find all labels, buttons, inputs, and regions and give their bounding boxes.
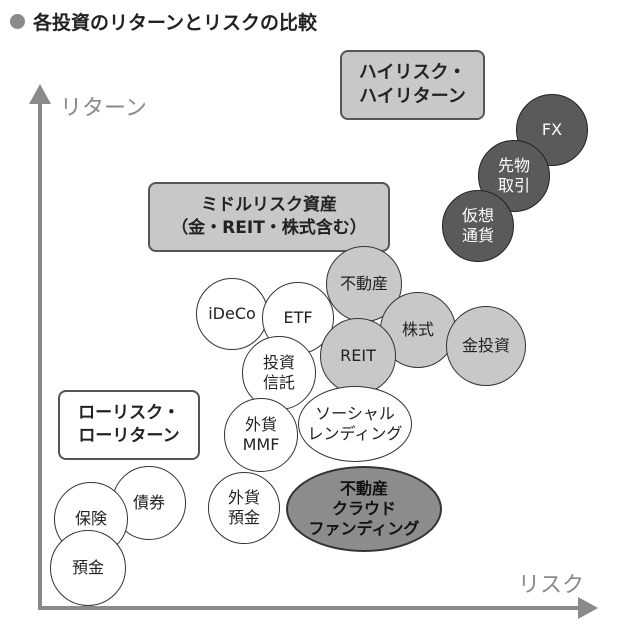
low-risk-label: ローリスク・ ローリターン: [58, 390, 200, 460]
bubble-fx-deposit: 外貨 預金: [208, 472, 280, 544]
bubble-futures: 先物 取引: [478, 140, 550, 212]
bubble-text: ETF: [283, 308, 313, 327]
bubble-deposit: 預金: [50, 530, 126, 606]
mid-risk-line-2: （金・REIT・株式含む）: [171, 218, 367, 238]
x-axis-arrow-icon: [578, 597, 598, 619]
mid-risk-line-1: ミドルリスク資産: [201, 195, 337, 216]
bubble-text: 通貨: [461, 226, 494, 245]
y-axis-arrow-icon: [29, 84, 51, 104]
bubble-text: REIT: [340, 346, 376, 365]
bubble-ideco: iDeCo: [196, 278, 268, 350]
bubble-text: 先物: [497, 156, 530, 175]
bubble-crypto: 仮想 通貨: [442, 190, 514, 262]
x-axis-label: リスク: [518, 573, 585, 598]
bubble-text: 不動産: [339, 274, 388, 293]
bubble-text: 取引: [497, 176, 530, 195]
bubble-text: FX: [541, 120, 563, 139]
mid-risk-label: ミドルリスク資産 （金・REIT・株式含む）: [148, 182, 390, 252]
bubble-text: 外貨: [244, 415, 277, 434]
bubble-text: 債券: [132, 493, 165, 512]
title-text: 各投資のリターンとリスクの比較: [33, 12, 318, 34]
bubble-fx: FX: [516, 94, 588, 166]
bubble-text: ファンディング: [308, 519, 420, 538]
bubble-text: 保険: [74, 509, 107, 528]
bubble-text: 信託: [262, 373, 295, 392]
bubble-gold: 金投資: [446, 306, 526, 386]
high-risk-line-1: ハイリスク・: [358, 61, 467, 83]
bubble-text: iDeCo: [208, 304, 256, 323]
bubble-trust: 投資 信託: [242, 336, 316, 410]
bubble-text: 不動産: [339, 479, 388, 498]
page-title: 各投資のリターンとリスクの比較: [10, 8, 317, 35]
low-risk-line-2: ローリターン: [78, 426, 180, 446]
high-risk-label: ハイリスク・ ハイリターン: [340, 50, 485, 120]
bubble-text: レンディング: [307, 424, 403, 443]
bubble-text: 預金: [71, 558, 104, 577]
bubble-text: 金投資: [461, 336, 510, 355]
bubble-text: ソーシャル: [315, 404, 395, 423]
bubble-crowdfunding: 不動産 クラウド ファンディング: [286, 466, 442, 552]
low-risk-line-1: ローリスク・: [78, 403, 180, 424]
bubble-reit: REIT: [320, 318, 396, 394]
bubble-text: MMF: [242, 435, 280, 454]
bubble-text: 預金: [227, 508, 260, 527]
bullet-dot-icon: [10, 14, 25, 29]
bubble-text: 株式: [401, 320, 434, 339]
bubble-text: 投資: [262, 353, 295, 372]
high-risk-line-2: ハイリターン: [359, 86, 466, 107]
bubble-text: 外貨: [227, 488, 260, 507]
bubble-text: 仮想: [461, 206, 494, 225]
bubble-fx-mmf: 外貨 MMF: [224, 398, 298, 472]
bubble-text: クラウド: [331, 499, 396, 518]
bubble-social-lending: ソーシャル レンディング: [298, 386, 412, 462]
y-axis-label: リターン: [60, 96, 147, 121]
